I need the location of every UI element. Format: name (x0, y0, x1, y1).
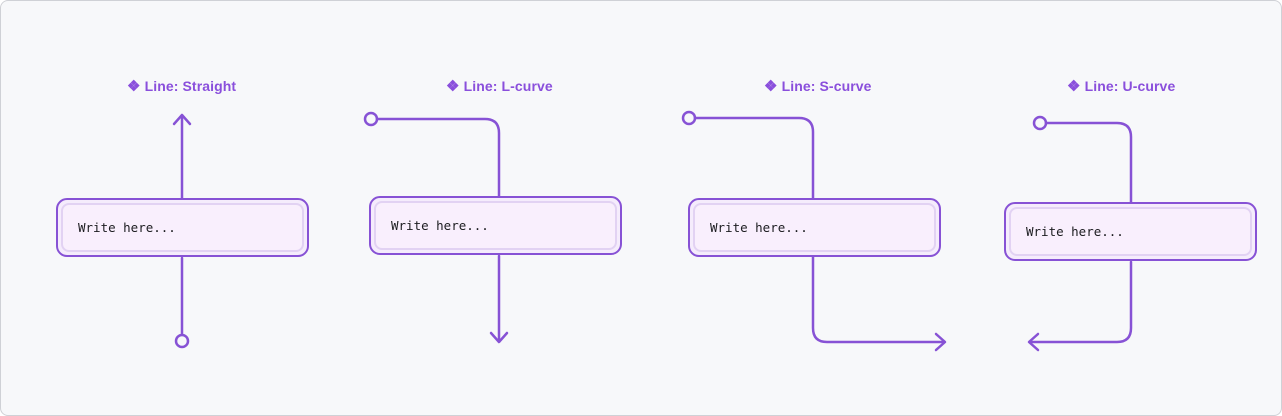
text-card-u-curve[interactable]: Write here... (1004, 202, 1257, 261)
component-diamond-icon: ❖ (1067, 78, 1081, 95)
text-card-straight[interactable]: Write here... (56, 198, 309, 257)
component-diamond-icon: ❖ (446, 78, 460, 95)
line-start-node (1032, 115, 1048, 131)
arrowhead-left (1027, 332, 1040, 352)
text-card-inner[interactable]: Write here... (61, 203, 304, 252)
text-card-inner[interactable]: Write here... (1009, 207, 1252, 256)
arrowhead-right (934, 332, 947, 352)
variant-label-text: Line: Straight (144, 78, 237, 94)
text-card-placeholder[interactable]: Write here... (710, 220, 808, 235)
text-card-placeholder[interactable]: Write here... (1026, 224, 1124, 239)
line-start-node (363, 111, 379, 127)
arrowhead-down (489, 331, 509, 344)
line-segment-bottom (811, 255, 946, 344)
variant-label-text: Line: L-curve (463, 78, 553, 94)
text-card-placeholder[interactable]: Write here... (78, 220, 176, 235)
line-segment-top (1044, 121, 1133, 205)
arrowhead-up (172, 113, 192, 126)
text-card-s-curve[interactable]: Write here... (688, 198, 941, 257)
line-segment-top (693, 116, 815, 200)
variant-label-l-curve: ❖Line: L-curve (446, 77, 553, 95)
variant-label-u-curve: ❖Line: U-curve (1067, 77, 1175, 95)
line-segment-top (375, 117, 501, 199)
connector-s-curve (681, 110, 947, 352)
line-segment-bottom (1028, 260, 1133, 344)
variant-label-text: Line: U-curve (1084, 78, 1176, 94)
variant-label-s-curve: ❖Line: S-curve (764, 77, 872, 95)
text-card-inner[interactable]: Write here... (374, 201, 617, 250)
text-card-placeholder[interactable]: Write here... (391, 218, 489, 233)
line-start-node (174, 333, 190, 349)
variant-label-straight: ❖Line: Straight (127, 77, 236, 95)
variant-label-text: Line: S-curve (781, 78, 872, 94)
connector-straight (172, 113, 192, 349)
text-card-l-curve[interactable]: Write here... (369, 196, 622, 255)
connector-l-curve (363, 111, 509, 344)
component-diamond-icon: ❖ (764, 78, 778, 95)
line-start-node (681, 110, 697, 126)
connector-u-curve (1027, 115, 1133, 352)
component-diamond-icon: ❖ (127, 78, 141, 95)
text-card-inner[interactable]: Write here... (693, 203, 936, 252)
